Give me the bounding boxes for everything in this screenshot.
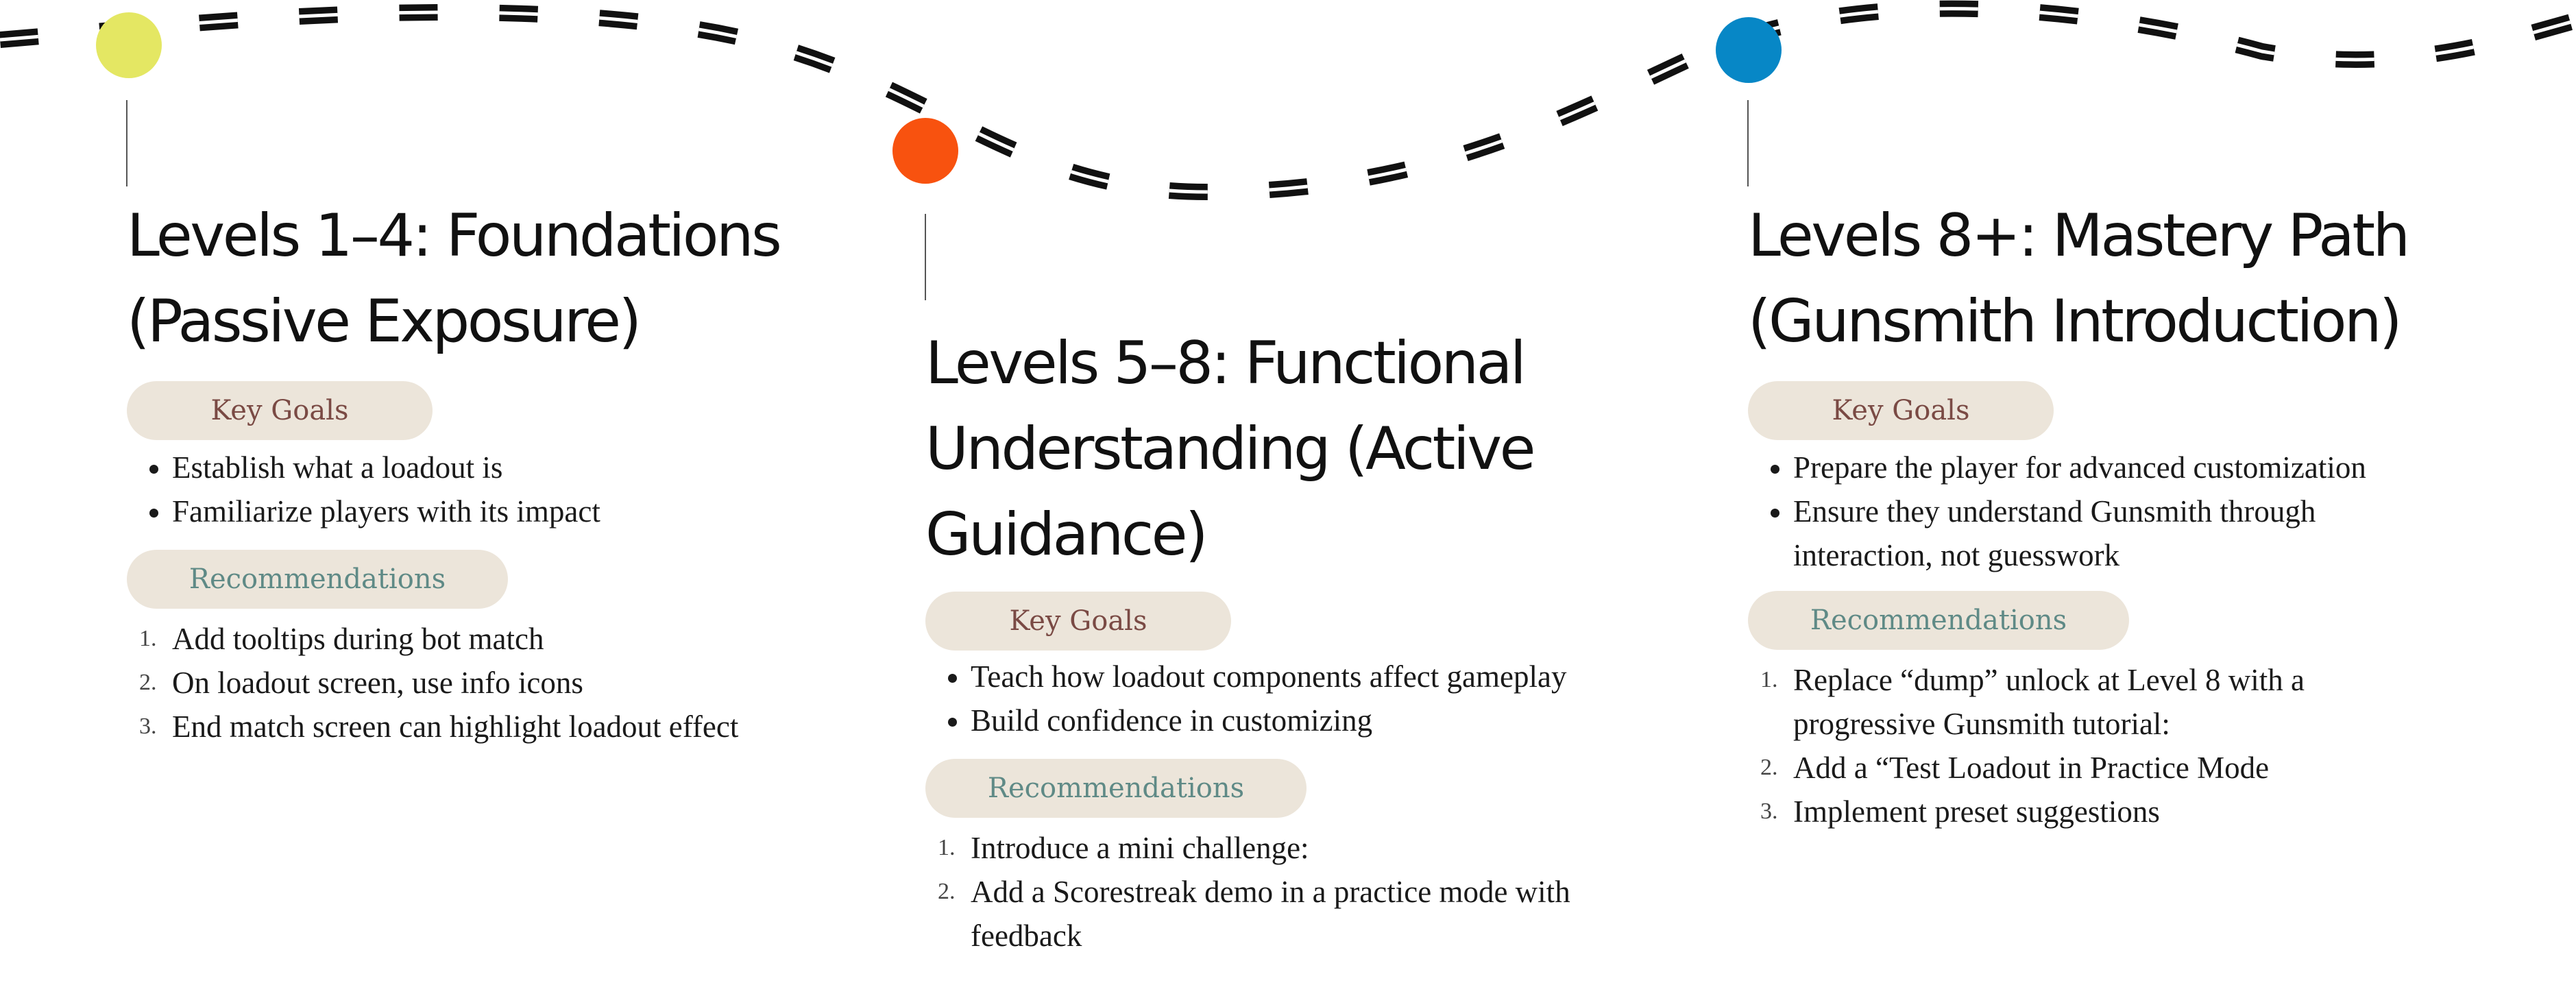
stage-3-key-goals-label: Key Goals	[1748, 381, 2054, 440]
stage-3-connector	[1747, 100, 1749, 186]
stage-2-title: Levels 5–8: Functional Understanding (Ac…	[925, 329, 1536, 569]
recommendation-item: End match screen can highlight loadout e…	[139, 705, 739, 749]
recommendation-item: Implement preset suggestions	[1760, 790, 2160, 834]
goal-item: Build confidence in customizing	[971, 699, 1611, 742]
stage-2-marker	[892, 118, 958, 184]
stage-2-recommendations-label: Recommendations	[925, 759, 1307, 818]
stage-1-title: Levels 1–4: Foundations (Passive Exposur…	[127, 202, 782, 356]
stage-2-key-goals-label: Key Goals	[925, 592, 1231, 651]
goal-item: Ensure they understand Gunsmith through …	[1793, 489, 2438, 577]
goal-item: Establish what a loadout is	[172, 446, 812, 489]
stage-3-marker	[1716, 17, 1782, 83]
stage-3-goals-list: Prepare the player for advanced customiz…	[1748, 446, 2438, 577]
recommendation-item: Add a “Test Loadout in Practice Mode	[1760, 746, 2270, 790]
stage-3-recommendations-list: Replace “dump” unlock at Level 8 with a …	[1748, 658, 2396, 834]
stage-1-connector	[126, 100, 127, 186]
goal-item: Prepare the player for advanced customiz…	[1793, 446, 2438, 489]
goal-item: Familiarize players with its impact	[172, 489, 812, 533]
recommendation-item: On loadout screen, use info icons	[139, 661, 583, 705]
stage-1-recommendations-label: Recommendations	[127, 550, 508, 609]
stage-2-goals-list: Teach how loadout components affect game…	[925, 655, 1611, 742]
recommendation-item: Introduce a mini challenge:	[938, 826, 1309, 870]
stage-2-card: Levels 5–8: Functional Understanding (Ac…	[925, 321, 1611, 958]
stage-1-card: Levels 1–4: Foundations (Passive Exposur…	[127, 193, 812, 749]
stage-1-goals-list: Establish what a loadout is Familiarize …	[127, 446, 812, 533]
stage-3-title: Levels 8+: Mastery Path (Gunsmith Introd…	[1748, 202, 2410, 356]
stage-1-recommendations-list: Add tooltips during bot match On loadout…	[127, 617, 812, 749]
stage-2-recommendations-list: Introduce a mini challenge: Add a Scores…	[925, 826, 1588, 958]
stage-1-key-goals-label: Key Goals	[127, 381, 433, 440]
stage-1-marker	[96, 12, 162, 78]
dashed-road-path	[0, 0, 2576, 201]
stage-3-recommendations-label: Recommendations	[1748, 591, 2129, 650]
recommendation-item: Add tooltips during bot match	[139, 617, 544, 661]
recommendation-item: Add a Scorestreak demo in a practice mod…	[938, 870, 1570, 953]
stage-3-card: Levels 8+: Mastery Path (Gunsmith Introd…	[1748, 193, 2447, 834]
stage-2-connector	[925, 214, 926, 300]
goal-item: Teach how loadout components affect game…	[971, 655, 1611, 699]
recommendation-item: Replace “dump” unlock at Level 8 with a …	[1760, 658, 2305, 741]
